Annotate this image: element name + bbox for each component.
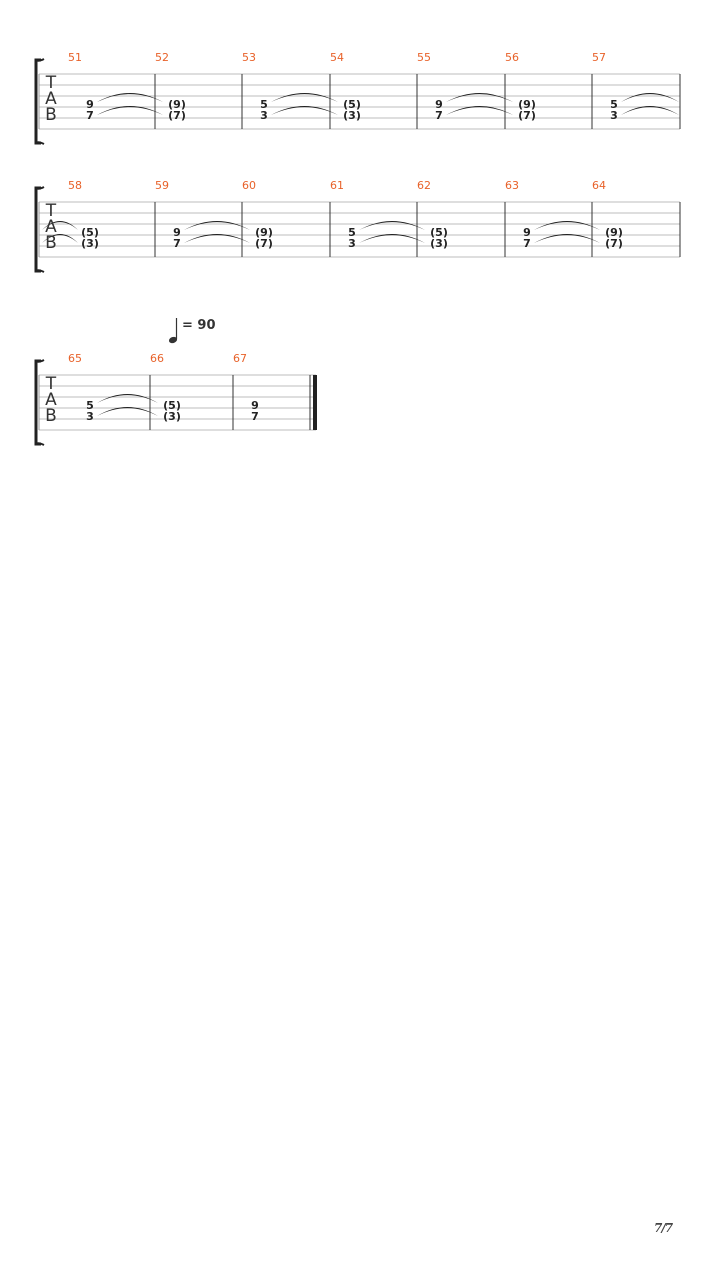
measure-number: 59: [155, 179, 169, 192]
fret-number-string-5: (7): [518, 109, 536, 122]
fret-number-string-5: (7): [168, 109, 186, 122]
tie-arc: [446, 106, 513, 115]
measure-number: 57: [592, 51, 606, 64]
staff-lines: [34, 359, 317, 446]
fret-number-string-4: 9: [86, 98, 94, 111]
fret-number-string-5: 7: [251, 410, 259, 423]
fret-number-string-5: (7): [255, 237, 273, 250]
fret-number-string-5: 7: [435, 109, 443, 122]
tie-arc: [446, 93, 513, 102]
measure-number: 67: [233, 352, 247, 365]
tie-arc: [97, 407, 158, 416]
fret-number-string-4: (9): [168, 98, 186, 111]
fret-number-string-5: 3: [86, 410, 94, 423]
tie-arc: [97, 394, 158, 403]
tie-arc: [42, 221, 78, 230]
fret-number-string-5: (3): [343, 109, 361, 122]
tie-arc: [621, 93, 679, 102]
fret-number-string-5: (3): [81, 237, 99, 250]
measure-number: 58: [68, 179, 82, 192]
measure-number: 54: [330, 51, 344, 64]
measure-number: 51: [68, 51, 82, 64]
tie-arc: [184, 234, 250, 243]
measure-number: 60: [242, 179, 256, 192]
fret-number-string-4: (5): [163, 399, 181, 412]
fret-number-string-4: 5: [260, 98, 268, 111]
fret-number-string-4: 5: [348, 226, 356, 239]
measure-number: 63: [505, 179, 519, 192]
fret-number-string-4: 9: [251, 399, 259, 412]
fret-number-string-4: (9): [255, 226, 273, 239]
fret-number-string-4: (5): [81, 226, 99, 239]
tab-clef-letter: B: [45, 105, 57, 125]
fret-number-string-4: (5): [343, 98, 361, 111]
tab-clef-letter: A: [45, 89, 57, 109]
tie-arc: [271, 106, 338, 115]
measure-number: 53: [242, 51, 256, 64]
fret-number-string-5: (3): [430, 237, 448, 250]
tab-clef-letter: A: [45, 390, 57, 410]
fret-number-string-5: (3): [163, 410, 181, 423]
measure-number: 62: [417, 179, 431, 192]
tie-arc: [359, 221, 425, 230]
tie-arc: [534, 234, 600, 243]
tie-arc: [534, 221, 600, 230]
measure-number: 64: [592, 179, 606, 192]
fret-number-string-5: 3: [260, 109, 268, 122]
fret-number-string-5: 7: [86, 109, 94, 122]
fret-number-string-4: 5: [86, 399, 94, 412]
tab-clef-letter: T: [45, 374, 57, 394]
fret-number-string-4: (9): [518, 98, 536, 111]
tab-clef-letter: A: [45, 217, 57, 237]
measure-number: 65: [68, 352, 82, 365]
quarter-note-icon: [168, 318, 178, 344]
tempo-text: = 90: [182, 318, 216, 333]
tab-clef-letter: T: [45, 73, 57, 93]
measure-number: 56: [505, 51, 519, 64]
measure-number: 52: [155, 51, 169, 64]
tab-clef-letter: B: [45, 406, 57, 426]
fret-number-string-5: 3: [610, 109, 618, 122]
fret-number-string-4: 9: [435, 98, 443, 111]
tie-arc: [184, 221, 250, 230]
fret-number-string-4: (5): [430, 226, 448, 239]
staff-lines: [34, 58, 681, 145]
tie-arc: [42, 234, 78, 243]
tie-arc: [97, 106, 163, 115]
measure-number: 61: [330, 179, 344, 192]
fret-number-string-5: 3: [348, 237, 356, 250]
fret-number-string-4: (9): [605, 226, 623, 239]
tie-arc: [271, 93, 338, 102]
tie-arc: [359, 234, 425, 243]
fret-number-string-5: 7: [173, 237, 181, 250]
page-number: 7/7: [654, 1221, 673, 1235]
staff-lines: [34, 186, 681, 273]
fret-number-string-5: (7): [605, 237, 623, 250]
measure-number: 66: [150, 352, 164, 365]
fret-number-string-5: 7: [523, 237, 531, 250]
tab-clef-letter: T: [45, 201, 57, 221]
tab-clef-letter: B: [45, 233, 57, 253]
fret-number-string-4: 9: [523, 226, 531, 239]
fret-number-string-4: 9: [173, 226, 181, 239]
measure-number: 55: [417, 51, 431, 64]
fret-number-string-4: 5: [610, 98, 618, 111]
tie-arc: [621, 106, 679, 115]
tie-arc: [97, 93, 163, 102]
